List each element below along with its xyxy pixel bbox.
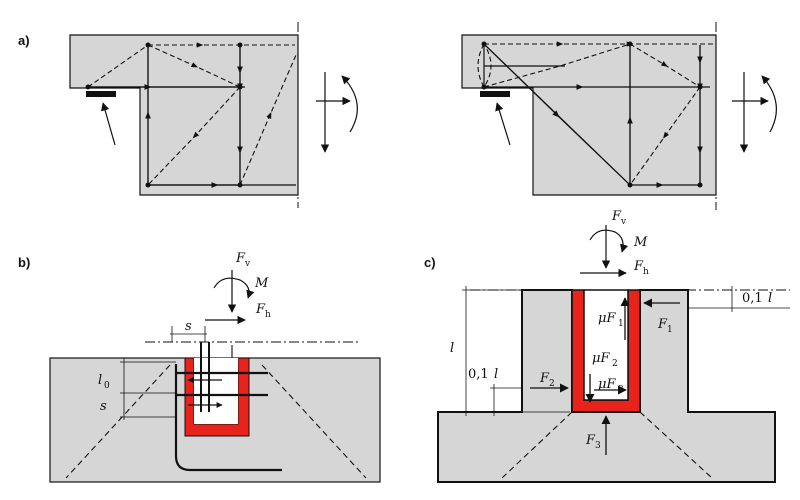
applied-loads <box>580 225 629 278</box>
bearing-plate <box>86 91 116 97</box>
struts <box>87 42 297 186</box>
c-dim-left-num: 0,1 <box>468 367 489 382</box>
c-f3-sub: 3 <box>595 441 601 451</box>
b-m: M <box>254 276 269 291</box>
dimensions <box>462 286 790 416</box>
nodes <box>481 41 703 188</box>
b-fh: F <box>255 302 266 317</box>
applied-loads <box>205 270 255 325</box>
column-void <box>583 289 629 401</box>
panel-c <box>437 225 790 483</box>
load-spread-lines <box>501 411 713 479</box>
c-mu-f3-sub: 3 <box>618 385 624 395</box>
joint-forces <box>187 377 223 408</box>
b-fv: F <box>235 251 246 266</box>
dim-s-top <box>170 326 207 342</box>
c-f3: F <box>585 433 596 448</box>
c-mu-f1-sub: 1 <box>618 319 624 329</box>
panel-label-a: a) <box>18 33 30 48</box>
c-dim-top-l: l <box>768 291 772 306</box>
c-mu-f2: μF <box>592 351 610 366</box>
c-f2-sub: 2 <box>549 379 555 389</box>
ties <box>483 43 710 188</box>
c-dim-left-l: l <box>494 367 498 382</box>
b-l0: l <box>98 373 102 388</box>
b-l0-sub: 0 <box>104 381 110 391</box>
panel-label-b: b) <box>18 255 30 270</box>
c-l: l <box>450 341 454 356</box>
c-fv: F <box>611 209 622 224</box>
c-mu-f2-sub: 2 <box>612 359 618 369</box>
b-s-side: s <box>100 399 107 414</box>
c-f2: F <box>539 371 550 386</box>
b-fv-sub: v <box>244 259 251 269</box>
panel-label-c: c) <box>424 255 436 270</box>
c-fh: F <box>633 259 644 274</box>
c-mu-f1: μF <box>598 311 616 326</box>
struts <box>477 41 713 186</box>
reaction-forces <box>530 297 680 455</box>
corbel-body <box>69 34 299 196</box>
reinforcement <box>174 364 282 472</box>
panel-a-right <box>461 22 777 210</box>
b-s-top: s <box>185 319 192 334</box>
section-forces <box>732 72 777 153</box>
nodes <box>85 42 243 188</box>
c-dim-top-num: 0,1 <box>742 291 763 306</box>
c-m: M <box>633 235 648 250</box>
c-f1-sub: 1 <box>667 325 673 335</box>
c-mu-f3: μF <box>598 377 616 392</box>
load-arrow <box>101 102 116 146</box>
b-fh-sub: h <box>265 310 271 320</box>
dim-vertical <box>120 358 176 420</box>
c-f1: F <box>657 317 668 332</box>
bearing-plate <box>480 91 510 97</box>
c-fv-sub: v <box>620 217 627 227</box>
load-spread-lines <box>65 364 367 479</box>
section-forces <box>316 72 358 153</box>
panel-a-left <box>69 22 358 208</box>
socket-void <box>194 358 238 424</box>
c-fh-sub: h <box>643 267 649 277</box>
load-arrow <box>495 102 511 146</box>
panel-b <box>49 270 381 483</box>
